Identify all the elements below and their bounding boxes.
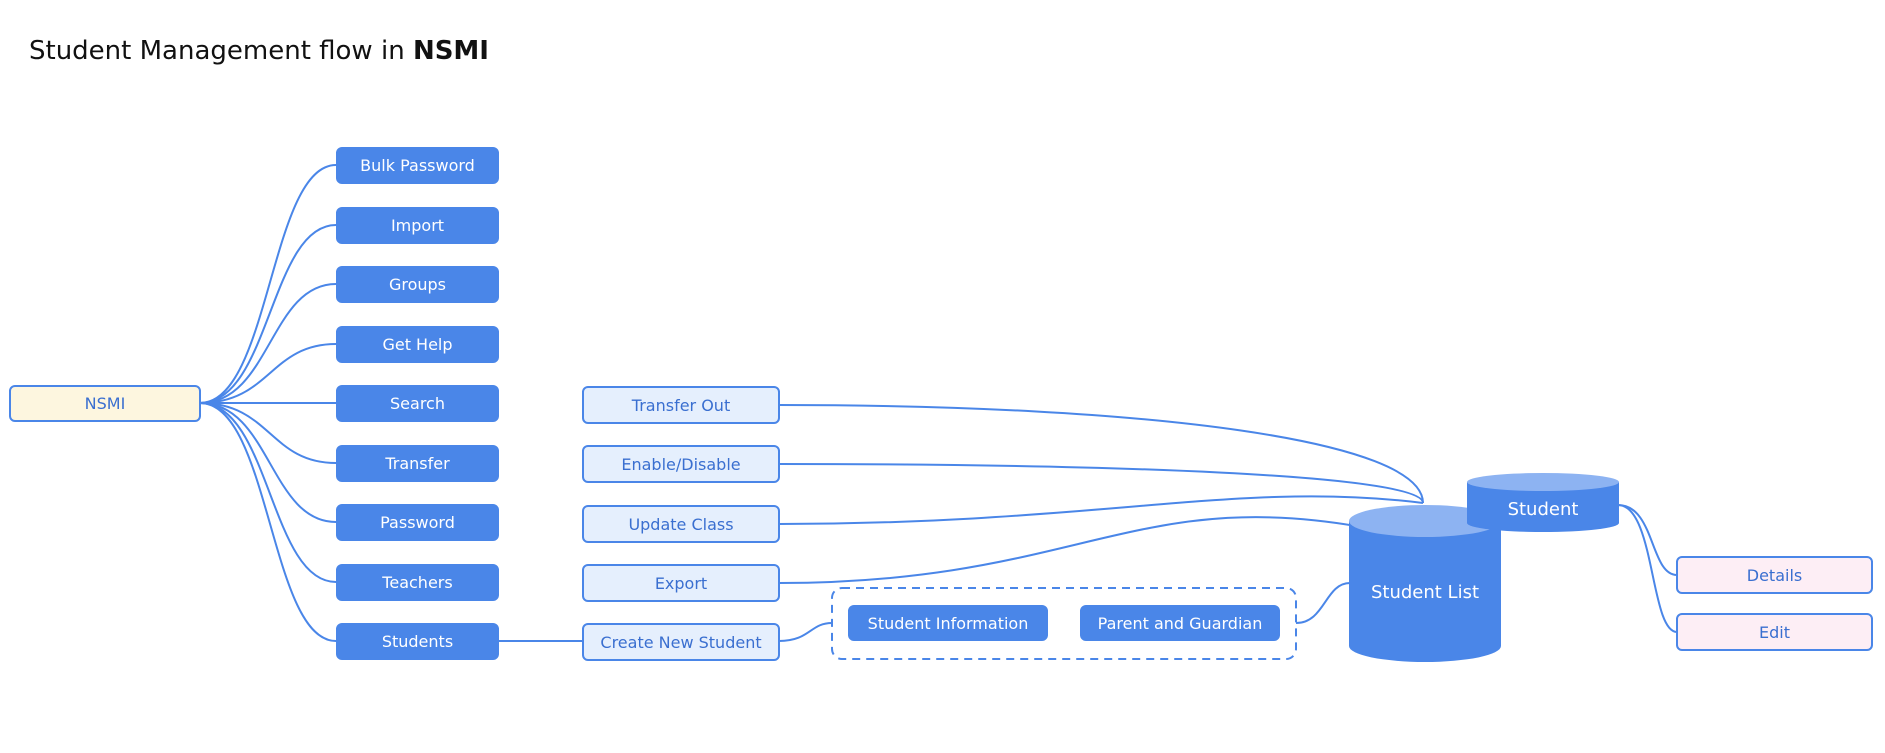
student-list-label: Student List [1370,581,1480,603]
menu-item-groups[interactable]: Groups [336,266,499,303]
action-transfer-out[interactable]: Transfer Out [582,386,780,424]
details-button[interactable]: Details [1676,556,1873,594]
parent-guardian-button[interactable]: Parent and Guardian [1080,605,1280,641]
action-enable-disable[interactable]: Enable/Disable [582,445,780,483]
student-label: Student [1507,498,1579,520]
menu-item-import[interactable]: Import [336,207,499,244]
form-group-container [831,587,1297,660]
menu-item-bulk-password[interactable]: Bulk Password [336,147,499,184]
connector-transfer-out-db [778,404,1424,504]
menu-item-password[interactable]: Password [336,504,499,541]
connector-root-get-help [199,343,337,404]
connector-group-student-list [1295,582,1351,624]
action-create-new-student[interactable]: Create New Student [582,623,780,661]
menu-item-search[interactable]: Search [336,385,499,422]
connector-root-import [199,224,337,404]
connector-export-db [778,516,1424,584]
student-list-database [1349,505,1501,662]
root-node[interactable]: NSMI [9,385,201,422]
connector-root-bulk-password [199,164,337,404]
action-update-class[interactable]: Update Class [582,505,780,543]
connector-student-details [1617,504,1678,576]
edit-button[interactable]: Edit [1676,613,1873,651]
menu-item-teachers[interactable]: Teachers [336,564,499,601]
connector-root-groups [199,283,337,404]
menu-item-transfer[interactable]: Transfer [336,445,499,482]
connector-enable-disable-db [778,463,1424,504]
connector-update-class-db [778,495,1424,525]
page-title: Student Management flow in NSMI [29,36,489,66]
connector-root-transfer [199,402,337,464]
student-information-button[interactable]: Student Information [848,605,1048,641]
connector-root-teachers [199,402,337,583]
title-prefix: Student Management flow in [29,36,413,66]
student-database [1467,473,1619,532]
connector-create-group [778,622,833,642]
menu-item-students[interactable]: Students [336,623,499,660]
title-bold: NSMI [412,36,489,66]
connector-student-edit [1617,504,1678,633]
connector-root-password [199,402,337,523]
action-export[interactable]: Export [582,564,780,602]
menu-item-get-help[interactable]: Get Help [336,326,499,363]
connector-root-students [199,402,337,642]
